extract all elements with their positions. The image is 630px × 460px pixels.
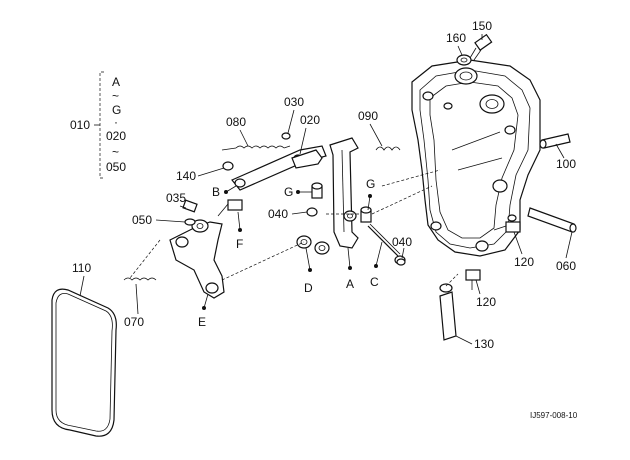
washer-040-left [306, 207, 318, 217]
label-110: 110 [72, 261, 91, 275]
pin-060 [527, 207, 577, 233]
label-070: 070 [124, 315, 144, 329]
label-030: 030 [284, 95, 304, 109]
spacer-G-lower [360, 206, 372, 223]
group-bracket-010: 010 A ~ G · 020 ~ 050 [70, 71, 126, 179]
collar-140 [222, 161, 234, 171]
spring-080 [221, 145, 291, 151]
washer-050 [184, 218, 196, 226]
label-090: 090 [358, 109, 378, 123]
range-start-A: A [112, 75, 120, 89]
range-dot: · [114, 115, 118, 129]
label-G-lower: G [366, 177, 375, 191]
bolt-035 [182, 199, 198, 213]
drawing-code: IJ597-008-10 [530, 411, 578, 420]
label-060: 060 [556, 259, 576, 273]
label-C: C [370, 275, 379, 289]
callouts: 030 020 080 090 140 B G G 040 035 050 F … [72, 19, 576, 351]
spacer-G-upper [311, 182, 323, 199]
label-F: F [236, 237, 243, 251]
label-E: E [198, 315, 206, 329]
label-B: B [212, 185, 220, 199]
label-040-left: 040 [268, 207, 288, 221]
bolt-120-lower [465, 269, 481, 290]
plate-130 [439, 283, 457, 341]
label-040-right: 040 [392, 235, 412, 249]
label-035: 035 [166, 191, 186, 205]
label-D: D [304, 281, 313, 295]
stud-100 [539, 133, 571, 149]
bolt-120-upper [493, 221, 521, 233]
assembly-lines [129, 169, 459, 287]
range-020: 020 [106, 129, 126, 143]
label-010: 010 [70, 118, 90, 132]
range-050: 050 [106, 160, 126, 174]
label-130: 130 [474, 337, 494, 351]
label-120-lower: 120 [476, 295, 496, 309]
label-120-upper: 120 [514, 255, 534, 269]
gear-case-housing [411, 59, 541, 257]
label-020: 020 [300, 113, 320, 127]
range-tilde-2: ~ [112, 145, 119, 159]
label-160: 160 [446, 31, 466, 45]
washer-040-right [396, 258, 406, 266]
lever-E [169, 219, 225, 299]
bolt-F [217, 199, 243, 217]
bushings-D [296, 235, 330, 255]
range-G: G [112, 103, 121, 117]
spring-070 [123, 277, 157, 281]
gasket-110 [51, 288, 117, 437]
spring-090 [375, 146, 401, 151]
plate-020 [291, 149, 323, 169]
label-050: 050 [132, 213, 152, 227]
nut-160 [456, 54, 472, 66]
label-150: 150 [472, 19, 492, 33]
label-140: 140 [176, 169, 196, 183]
range-tilde-1: ~ [112, 89, 119, 103]
linkage-plate-A [329, 137, 359, 249]
label-080: 080 [226, 115, 246, 129]
label-100: 100 [556, 157, 576, 171]
label-G-upper: G [284, 185, 293, 199]
washer-030 [281, 132, 291, 140]
bolt-150 [469, 33, 493, 61]
label-A: A [346, 277, 354, 291]
